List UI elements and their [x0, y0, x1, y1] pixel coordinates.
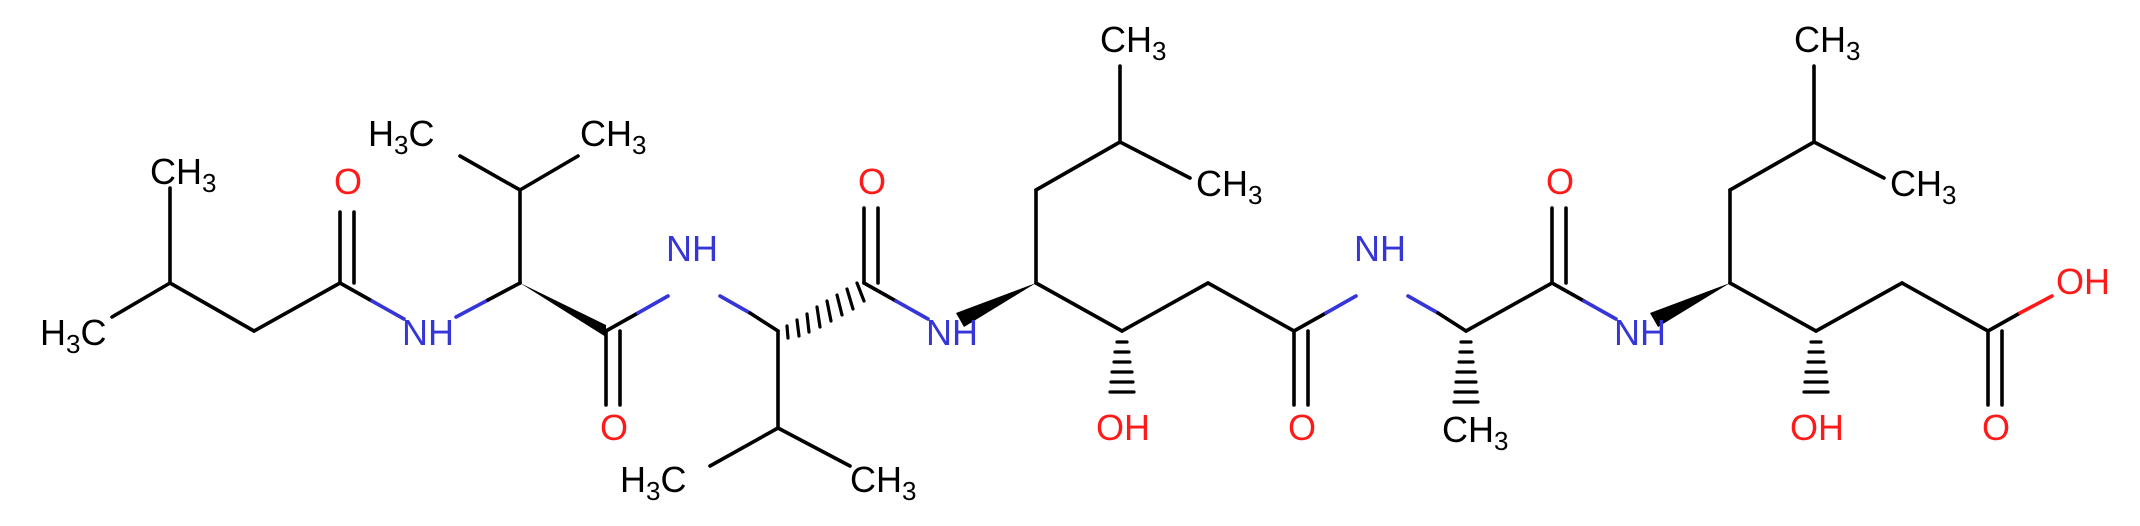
bond-layer	[110, 64, 2054, 468]
bond	[1582, 299, 1618, 321]
bond	[110, 281, 172, 319]
bond	[1120, 281, 1210, 333]
stereo-layer	[520, 281, 1830, 404]
atom-label: H3C	[368, 113, 434, 160]
wedge-bond	[1650, 283, 1730, 327]
atom-label: OH	[2056, 261, 2110, 302]
hashed-bond	[1108, 340, 1136, 394]
bond	[1118, 140, 1192, 180]
atom-label: OH	[1790, 407, 1844, 448]
atom-label: NH	[1614, 312, 1666, 353]
bond	[1034, 281, 1124, 333]
bond	[1436, 311, 1468, 333]
bond	[486, 281, 522, 302]
bond	[2018, 294, 2054, 315]
bond	[1464, 281, 1554, 333]
bond	[636, 294, 670, 315]
bond	[894, 299, 930, 321]
bond	[1812, 140, 1886, 180]
atom-label: CH3	[1442, 409, 1508, 456]
bond	[370, 299, 406, 321]
bond	[1292, 311, 1328, 333]
bond	[776, 426, 852, 468]
bond	[454, 298, 490, 319]
bond	[1034, 140, 1122, 192]
atom-label: CH3	[850, 459, 916, 506]
bond	[518, 154, 580, 192]
atom-label: CH3	[1794, 19, 1860, 66]
bond	[1986, 311, 2022, 333]
atom-label: O	[1982, 407, 2010, 448]
atom-label: NH	[402, 312, 454, 353]
atom-label: H3C	[620, 459, 686, 506]
bond	[1900, 281, 1990, 333]
bond	[338, 281, 374, 303]
atom-label: CH3	[1100, 19, 1166, 66]
atom-label: O	[858, 161, 886, 202]
atom-label: O	[1288, 407, 1316, 448]
atom-label: O	[600, 407, 628, 448]
atom-label-layer: CH3 H3C O NH H3C CH3 O NH H3C CH3 O NH C…	[40, 19, 2110, 506]
bond	[604, 311, 640, 333]
hashed-bond	[1802, 340, 1830, 394]
hashed-bond	[1452, 340, 1480, 404]
bond	[748, 311, 780, 333]
bond	[862, 281, 898, 303]
atom-label: CH3	[580, 113, 646, 160]
bond	[1406, 294, 1440, 315]
atom-label: O	[334, 161, 362, 202]
bond	[1728, 140, 1816, 192]
atom-label: CH3	[150, 151, 216, 198]
bond	[1814, 281, 1904, 333]
hashed-bond	[785, 281, 866, 340]
atom-label: H3C	[40, 312, 106, 359]
bond	[168, 281, 256, 333]
bond	[1728, 281, 1818, 333]
atom-label: O	[1546, 161, 1574, 202]
atom-label: NH	[1354, 228, 1406, 269]
wedge-bond	[520, 283, 606, 337]
bond	[1324, 294, 1358, 315]
wedge-bond	[956, 283, 1036, 327]
bond	[252, 281, 342, 333]
bond	[718, 294, 752, 315]
atom-label: NH	[666, 228, 718, 269]
bond	[708, 426, 780, 468]
bond	[458, 154, 522, 192]
atom-label: NH	[926, 312, 978, 353]
bond	[1206, 281, 1296, 333]
atom-label: OH	[1096, 407, 1150, 448]
bond	[1550, 281, 1586, 303]
atom-label: CH3	[1890, 163, 1956, 210]
atom-label: CH3	[1196, 163, 1262, 210]
